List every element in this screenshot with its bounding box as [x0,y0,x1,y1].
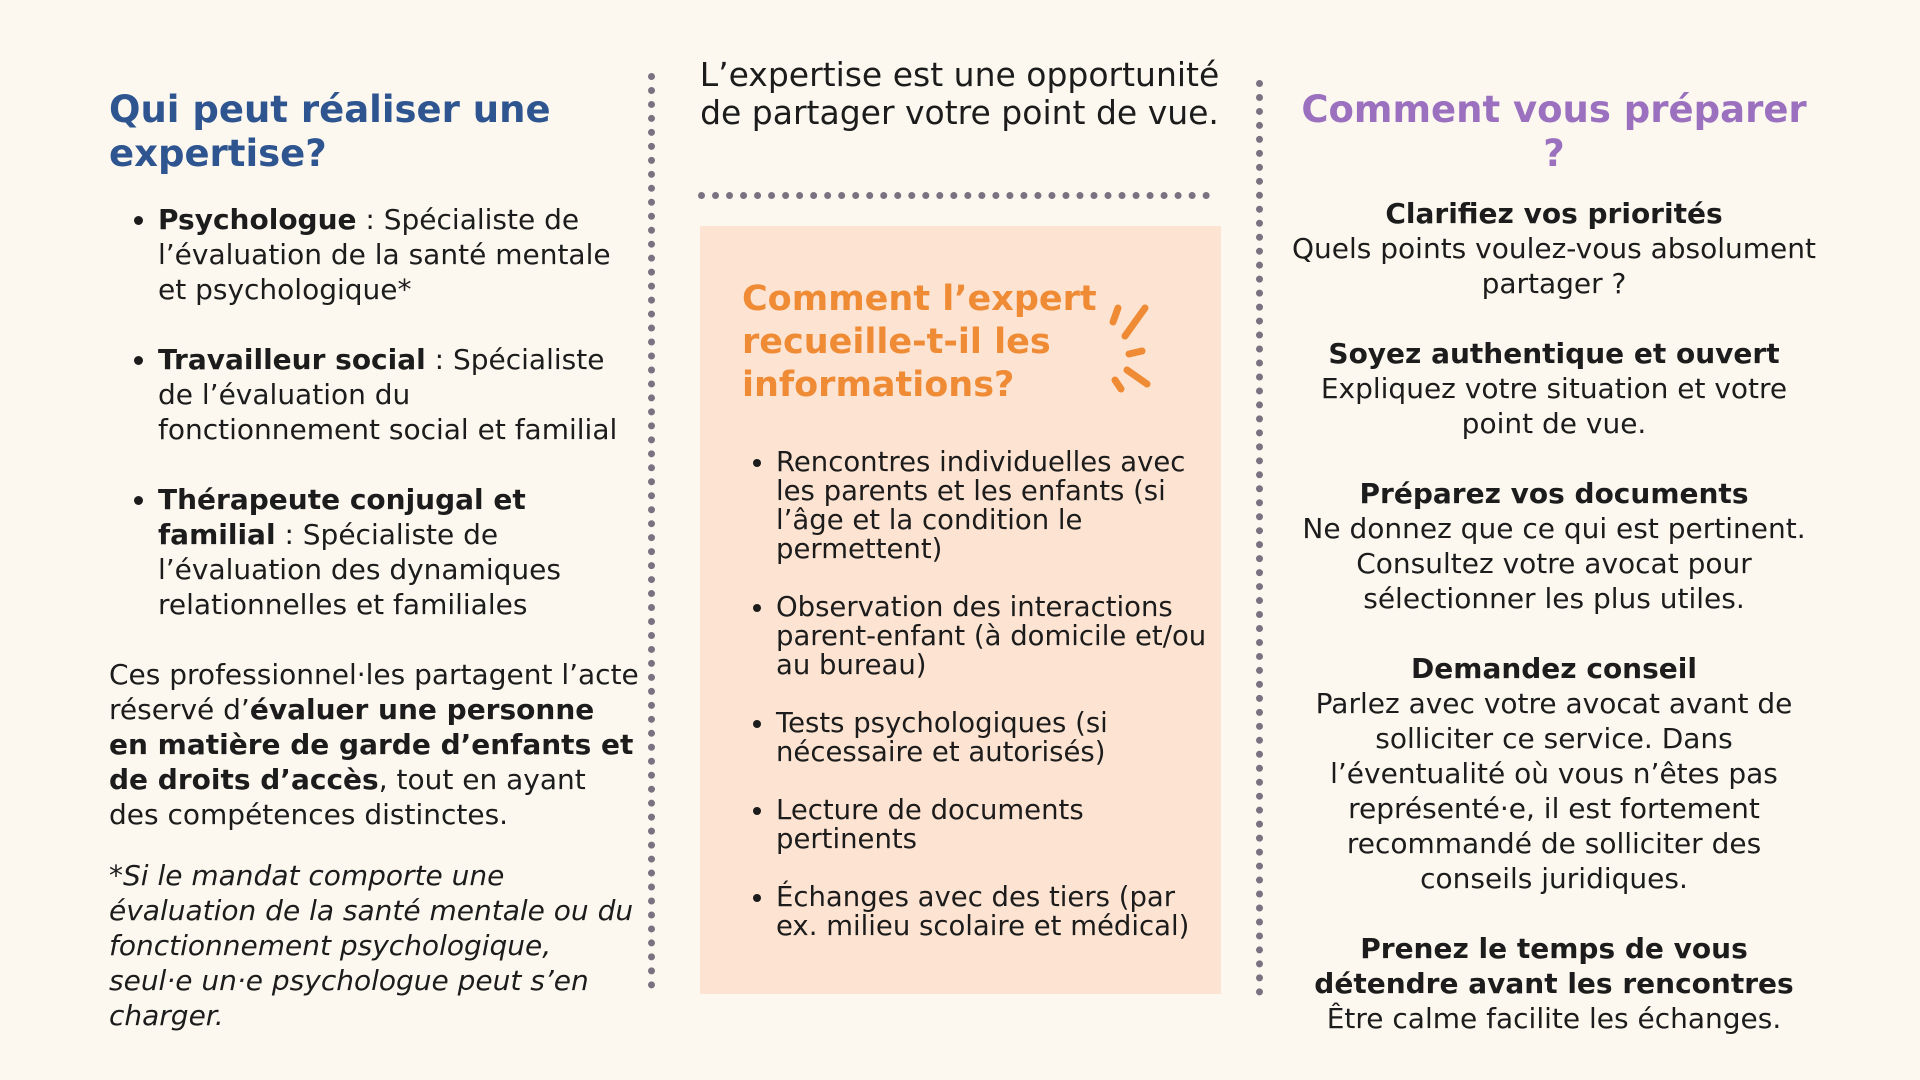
list-item: Travailleur social : Spécialiste de l’év… [158,342,639,447]
sparkle-icon [1109,304,1151,393]
tip-section: Prenez le temps de vous détendre avant l… [1314,932,1794,1035]
left-title: Qui peut réaliser une expertise? [109,88,551,175]
methods-list: Rencontres individuelles avec les parent… [742,448,1216,970]
info-box: Comment l’expert recueille-t-il les info… [700,226,1221,994]
professional-list: Psychologue : Spécialiste de l’évaluatio… [109,202,639,622]
list-item: Tests psychologiques (si nécessaire et a… [776,709,1216,767]
right-column: Comment vous préparer ? Clarifiez vos pr… [1290,88,1818,1071]
divider-left [648,73,655,989]
divider-horizontal [698,192,1210,199]
list-item: Rencontres individuelles avec les parent… [776,448,1216,564]
list-item: Psychologue : Spécialiste de l’évaluatio… [158,202,639,307]
right-title: Comment vous préparer ? [1301,88,1807,175]
list-item: Échanges avec des tiers (par ex. milieu … [776,883,1216,941]
divider-right [1256,80,1263,996]
shared-act-paragraph: Ces professionnel·les partagent l’acte r… [109,658,639,831]
quote: L’expertise est une opportunité de parta… [699,55,1220,132]
footnote: *Si le mandat comporte une évaluation de… [109,859,634,1032]
list-item: Observation des interactions parent-enfa… [776,593,1216,680]
box-title: Comment l’expert recueille-t-il les info… [742,279,1097,405]
list-item: Lecture de documents pertinents [776,796,1216,854]
list-item: Thérapeute conjugal et familial : Spécia… [158,482,639,622]
left-column: Qui peut réaliser une expertise? Psychol… [109,88,639,1033]
